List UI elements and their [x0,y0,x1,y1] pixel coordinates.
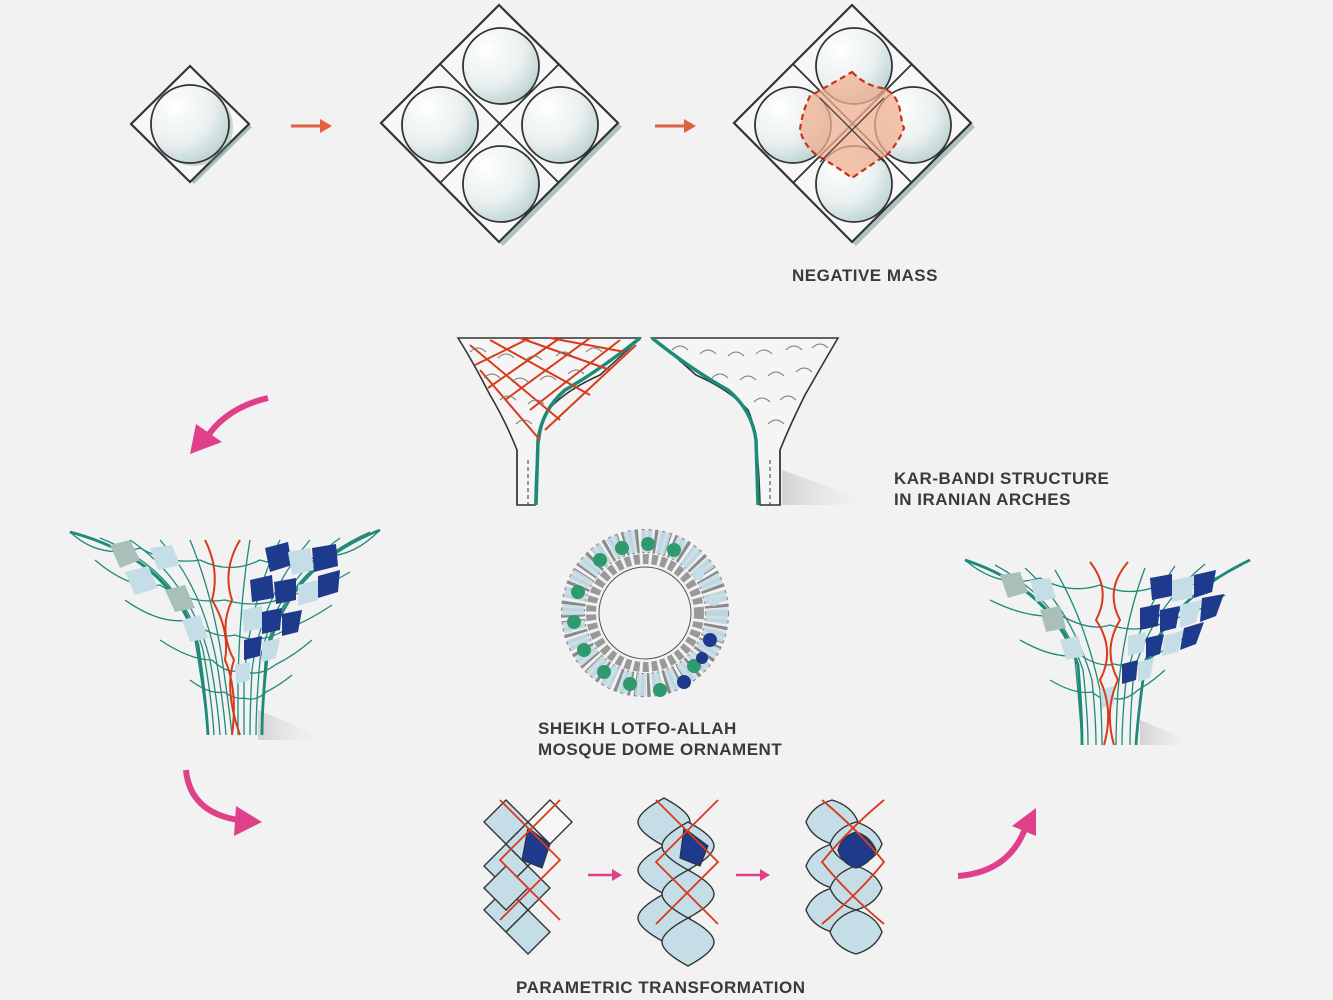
kar-bandi-left-arch [458,338,640,505]
sheikh-label-line-1: SHEIKH LOTFO-ALLAH [538,718,782,739]
negative-mass-diamond [734,5,975,246]
dome-ornament [567,537,720,697]
flow-arrow-1 [291,119,332,133]
parametric-tile-3 [806,800,884,954]
kar-bandi-right-arch [652,338,880,505]
left-flared-column [70,530,380,740]
right-flared-column [965,560,1250,745]
curved-arrow-up-right [958,808,1036,876]
sheikh-label-line-2: MOSQUE DOME ORNAMENT [538,739,782,760]
parametric-arrow-1 [588,869,622,881]
kar-bandi-label: KAR-BANDI STRUCTURE IN IRANIAN ARCHES [894,468,1109,510]
kar-bandi-label-line-1: KAR-BANDI STRUCTURE [894,468,1109,489]
parametric-tile-2 [638,798,718,966]
curved-arrow-down-right [186,770,262,836]
sheikh-lotfo-allah-label: SHEIKH LOTFO-ALLAH MOSQUE DOME ORNAMENT [538,718,782,760]
curved-arrow-down-left [190,398,268,454]
single-sphere-diamond [131,66,252,184]
kar-bandi-label-line-2: IN IRANIAN ARCHES [894,489,1109,510]
parametric-transformation-label: PARAMETRIC TRANSFORMATION [516,977,806,998]
negative-mass-label: NEGATIVE MASS [792,265,938,286]
parametric-arrow-2 [736,869,770,881]
parametric-tile-1 [484,800,572,954]
four-sphere-diamond [381,5,622,246]
flow-arrow-2 [655,119,696,133]
